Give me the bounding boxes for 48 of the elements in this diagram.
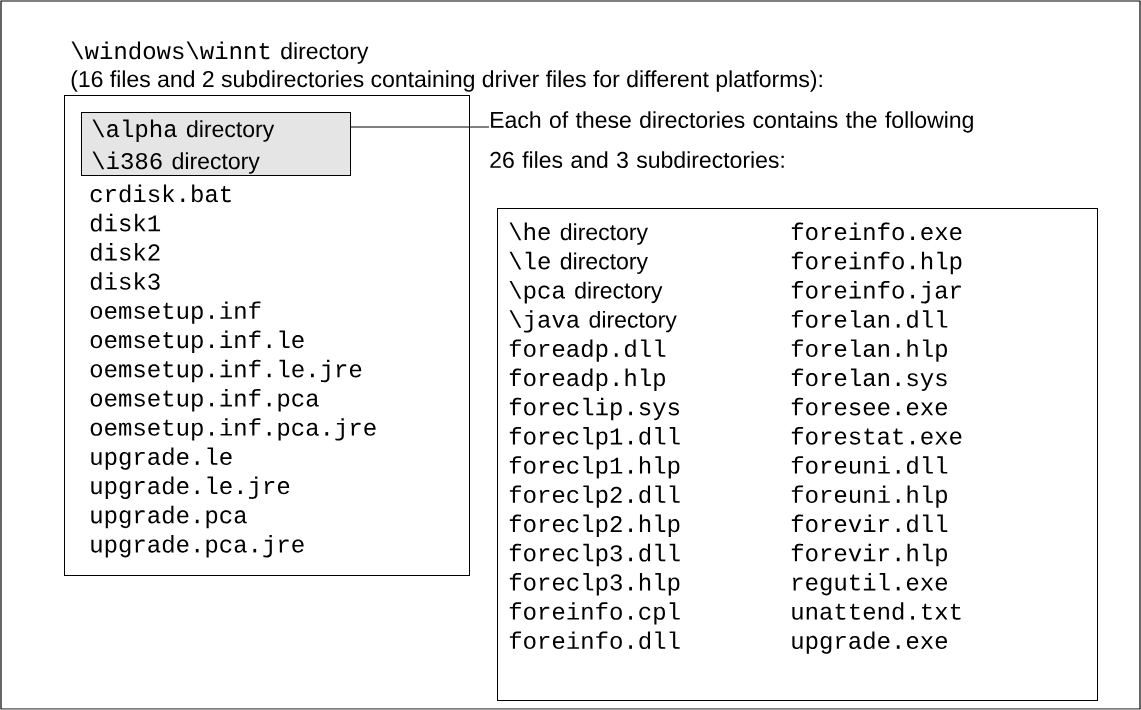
file-name: foreinfo.cpl <box>509 602 680 625</box>
file-name: forevir.dll <box>791 514 948 533</box>
file-name: oemsetup.inf <box>90 301 261 324</box>
file-name: upgrade.pca.jre <box>91 535 304 558</box>
file-name: crdisk.bat <box>90 184 231 203</box>
file-name: foreclip.sys <box>509 397 680 421</box>
file-name: upgrade.le.jre <box>91 476 290 499</box>
directory-entry: \alpha directory <box>92 119 275 142</box>
file-name: foreclp3.hlp <box>509 573 680 596</box>
file-name: foresee.exe <box>791 397 947 416</box>
file-name: disk1 <box>90 213 161 232</box>
file-name: foreuni.hlp <box>791 485 947 508</box>
file-name: forestat.exe <box>791 427 962 445</box>
file-name: foreclp3.dll <box>509 543 680 567</box>
file-name: disk2 <box>90 243 160 261</box>
file-name: regutil.exe <box>793 573 947 596</box>
leader-line <box>350 126 490 128</box>
directory-entry: \he directory <box>509 222 648 245</box>
file-name: forelan.sys <box>791 368 947 391</box>
file-name: oemsetup.inf.pca <box>90 389 319 412</box>
file-name: upgrade.le <box>91 447 232 470</box>
file-name: oemsetup.inf.pca.jre <box>90 418 376 441</box>
description: Each of these directories contains the following 26 files and 3 subdirectories: <box>490 111 973 169</box>
file-name: unattend.txt <box>792 602 961 620</box>
file-name: disk3 <box>90 272 160 290</box>
directory-entry: \i386 directory <box>92 151 260 174</box>
file-name: upgrade.pca <box>91 505 247 529</box>
file-name: foreclp1.dll <box>509 427 680 450</box>
file-name: foreclp2.hlp <box>509 514 680 537</box>
file-name: foreinfo.jar <box>791 281 961 304</box>
file-name: foreclp1.hlp <box>509 456 680 479</box>
file-name: forevir.hlp <box>791 543 947 567</box>
heading: \windows\winnt directory <box>71 41 369 64</box>
file-name: foreadp.hlp <box>509 368 665 391</box>
file-name: foreclp2.dll <box>509 485 680 508</box>
directory-entry: \java directory <box>509 310 677 333</box>
directory-entry: \le directory <box>509 251 648 274</box>
file-name: foreinfo.dll <box>509 631 680 650</box>
file-name: oemsetup.inf.le <box>90 330 304 353</box>
file-name: foreadp.dll <box>509 339 666 362</box>
file-name: foreinfo.hlp <box>791 251 962 275</box>
file-name: forelan.dll <box>791 310 948 328</box>
directory-entry: \pca directory <box>509 281 663 304</box>
file-name: oemsetup.inf.le.jre <box>90 359 362 383</box>
file-name: forelan.hlp <box>791 339 947 362</box>
file-name: foreinfo.exe <box>791 222 962 241</box>
file-name: upgrade.exe <box>792 631 947 654</box>
file-name: foreuni.dll <box>791 456 948 474</box>
